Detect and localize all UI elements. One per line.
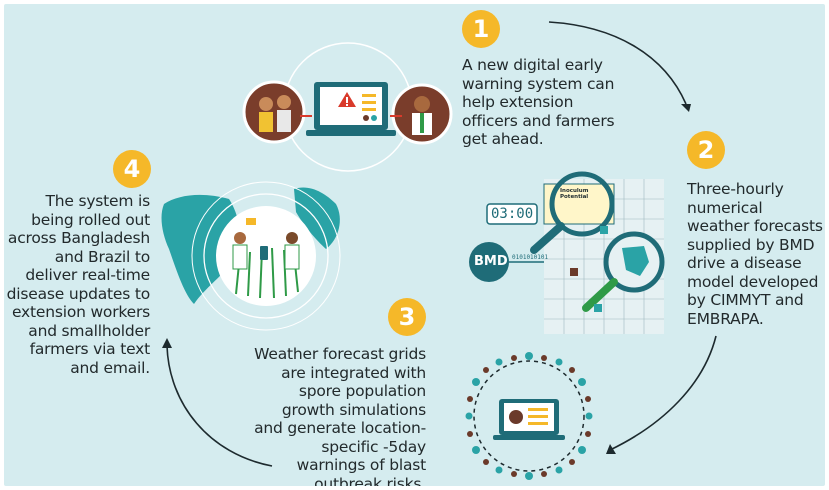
arrow-heads [162, 104, 691, 454]
arrow-step2-to-3 [609, 335, 717, 451]
agency-label: BMD [474, 254, 508, 269]
arrow-step1-to-2 [548, 21, 687, 105]
step-1-badge: 1 [462, 10, 500, 48]
arrowhead-1 [681, 104, 691, 112]
inoculum-label: Inoculum Potential [560, 188, 589, 200]
binary-label: 0101010101 [512, 254, 549, 261]
timer-label: 03:00 [491, 206, 534, 222]
arrow-step3-to-4 [166, 345, 273, 467]
step2-illustration [469, 171, 665, 334]
step3-illustration [465, 352, 593, 480]
step-4-text: The system is being rolled out across Ba… [6, 192, 151, 377]
step-2-badge: 2 [687, 131, 725, 169]
illustration-layer [161, 21, 717, 480]
cycle-arrows [166, 21, 717, 467]
arrowhead-2 [606, 444, 616, 454]
arrowhead-3 [162, 338, 172, 348]
step4-illustration [161, 181, 341, 331]
step1-illustration [242, 42, 453, 172]
step-2-text: Three-hourly numerical weather forecasts… [687, 180, 823, 328]
infographic-panel: 03:00 BMD 0101010101 Inoculum Potential … [4, 4, 825, 486]
step-4-badge: 4 [113, 150, 151, 188]
step-3-text: Weather forecast grids are integrated wi… [254, 345, 426, 486]
step-3-badge: 3 [388, 298, 426, 336]
step-1-text: A new digital early warning system can h… [462, 56, 615, 148]
